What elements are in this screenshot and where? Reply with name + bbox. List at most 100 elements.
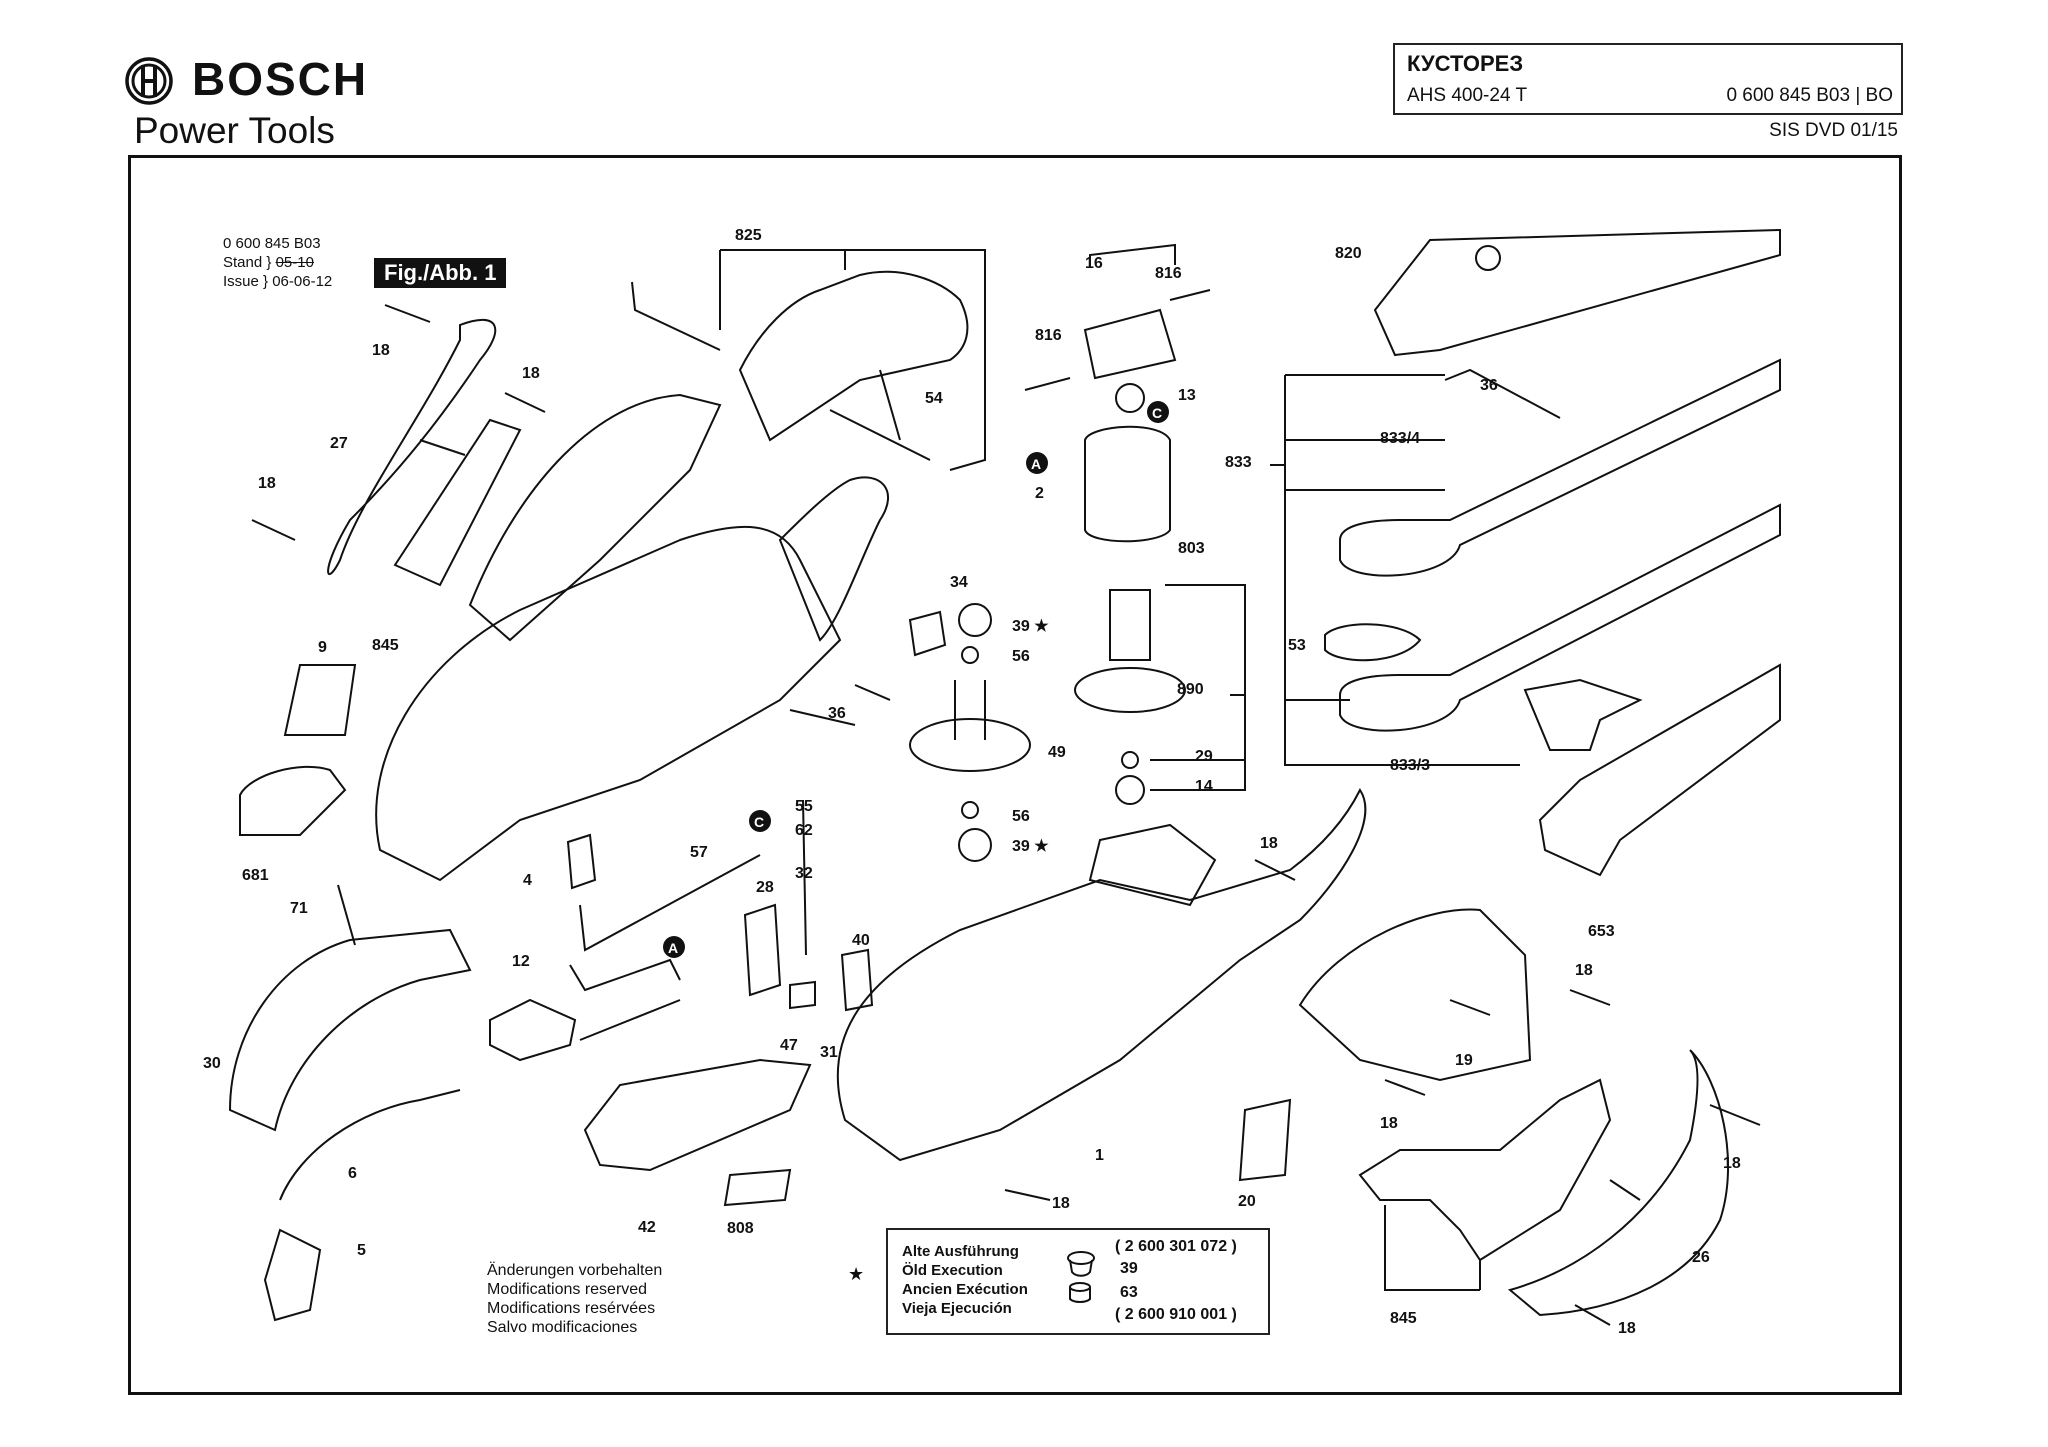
legend-term: Vieja Ejecución — [902, 1300, 1012, 1317]
handle-845 — [1358, 1078, 1612, 1262]
cable-57 — [579, 854, 761, 952]
cover-27 — [327, 319, 497, 575]
drawing-code: 0 600 845 B03 — [223, 235, 321, 252]
link-rod — [631, 281, 721, 351]
brand-logo: BOSCH Power Tools — [124, 52, 384, 152]
gear-shaft — [954, 680, 986, 740]
legend-term: Alte Ausführung — [902, 1243, 1019, 1260]
part-number-label: 55 — [795, 798, 813, 815]
front-guard-19 — [1298, 908, 1532, 1082]
legend-terms: Alte Ausführung Öld Execution Ancien Exé… — [902, 1242, 1028, 1318]
part-number-label: 18 — [1575, 962, 1593, 979]
part-number-label: 4 — [523, 872, 532, 889]
part-number-label: 18 — [1723, 1155, 1741, 1172]
part-number-label: 9 — [318, 639, 327, 656]
washer-29 — [1121, 751, 1139, 769]
screw-18-cover — [1709, 1104, 1761, 1126]
part-number-label: 18 — [258, 475, 276, 492]
part-number-label: 18 — [522, 365, 540, 382]
brush-816-b — [1169, 289, 1211, 301]
part-number-label: 18 — [1380, 1115, 1398, 1132]
screw-18-housing — [1254, 859, 1296, 881]
part-number-label: 36 — [1480, 377, 1498, 394]
cable-a — [569, 958, 681, 992]
part-number-label: 57 — [690, 844, 708, 861]
cap-820 — [1475, 245, 1501, 271]
cover-26 — [1507, 1049, 1730, 1317]
screw-18-b — [504, 392, 546, 413]
part-number-label: 845 — [1390, 1310, 1417, 1327]
part-number-label: 5 — [357, 1242, 366, 1259]
rod-lower — [829, 409, 931, 461]
issue-label: Issue — [223, 273, 259, 290]
bushing-39-a — [958, 603, 992, 637]
brand-subtitle: Power Tools — [134, 110, 335, 151]
part-number-label: 833/4 — [1380, 430, 1420, 447]
svg-text:A: A — [1031, 456, 1041, 472]
figure-badge: Fig./Abb. 1 — [374, 258, 507, 288]
bushing-icon — [1067, 1251, 1095, 1277]
drawing-frame — [128, 155, 1902, 1395]
part-number-label: 34 — [950, 574, 968, 591]
modification-line: Modifications resérvées — [487, 1300, 656, 1317]
modification-line: Modifications reserved — [487, 1281, 648, 1298]
marker-c-2: C — [749, 810, 771, 832]
part-number-label: 18 — [1052, 1195, 1070, 1212]
part-number-label: 890 — [1177, 681, 1204, 698]
legend-part-63: 63 — [1120, 1284, 1138, 1301]
leader-825 — [719, 249, 986, 471]
svg-text:A: A — [668, 940, 678, 956]
part-number-label: 845 — [372, 637, 399, 654]
blade-upper — [1339, 358, 1781, 577]
fan-890 — [1074, 667, 1186, 713]
part-number-label: 16 — [1085, 255, 1103, 272]
part-number-label: 18 — [372, 342, 390, 359]
part-number-label: 40 — [852, 932, 870, 949]
part-number-label: 803 — [1178, 540, 1205, 557]
wire-12 — [579, 999, 681, 1041]
switch-12 — [489, 998, 577, 1062]
bearing-13 — [1115, 383, 1145, 413]
screw-18-cover2 — [1574, 1304, 1611, 1326]
spring-54 — [879, 369, 901, 441]
part-number-label: 820 — [1335, 245, 1362, 262]
spacer-53 — [1324, 623, 1422, 662]
part-number-label: 53 — [1288, 637, 1306, 654]
spindle-32 — [802, 799, 807, 956]
screw-18-a — [384, 304, 431, 323]
part-number-label: 14 — [1195, 778, 1213, 795]
part-number-label: 56 — [1012, 808, 1030, 825]
part-number-label: 653 — [1588, 923, 1615, 940]
handle-30 — [228, 928, 472, 1132]
svg-text:C: C — [754, 814, 764, 830]
part-number-label: 49 — [1048, 744, 1066, 761]
housing-half-right — [836, 788, 1367, 1162]
cable-6 — [279, 1089, 461, 1201]
sis-version: SIS DVD 01/15 — [1769, 120, 1898, 141]
part-28 — [743, 903, 782, 997]
part-number-label: 27 — [330, 435, 348, 452]
part-number-label: 56 — [1012, 648, 1030, 665]
part-number-label: 808 — [727, 1220, 754, 1237]
part-number-label: 54 — [925, 390, 943, 407]
plug-5 — [263, 1228, 322, 1322]
spring-71 — [337, 884, 356, 946]
washer-56-b — [961, 801, 979, 819]
screw-18-guard — [1449, 999, 1491, 1016]
modification-line: Salvo modificaciones — [487, 1319, 638, 1336]
brand-name: BOSCH — [192, 53, 369, 105]
legend-code-old-63: ( 2 600 910 001 ) — [1115, 1306, 1237, 1323]
part-number-label: 30 — [203, 1055, 221, 1072]
old-execution-legend: Alte Ausführung Öld Execution Ancien Exé… — [886, 1228, 1270, 1335]
part-number-label: 825 — [735, 227, 762, 244]
part-number-label: 31 — [820, 1044, 838, 1061]
screw-18-bottom — [1004, 1189, 1051, 1201]
product-title: КУСТОРЕЗ — [1407, 51, 1524, 76]
part-number-label: 833/3 — [1390, 757, 1430, 774]
title-block: КУСТОРЕЗ AHS 400-24 T 0 600 845 B03 | BO — [1393, 43, 1903, 115]
leader-16 — [1089, 243, 1176, 268]
part-number-label: 13 — [1178, 387, 1196, 404]
part-number-label: 18 — [1618, 1320, 1636, 1337]
pin-36-b — [854, 684, 891, 701]
switch-bar-845 — [393, 418, 522, 587]
